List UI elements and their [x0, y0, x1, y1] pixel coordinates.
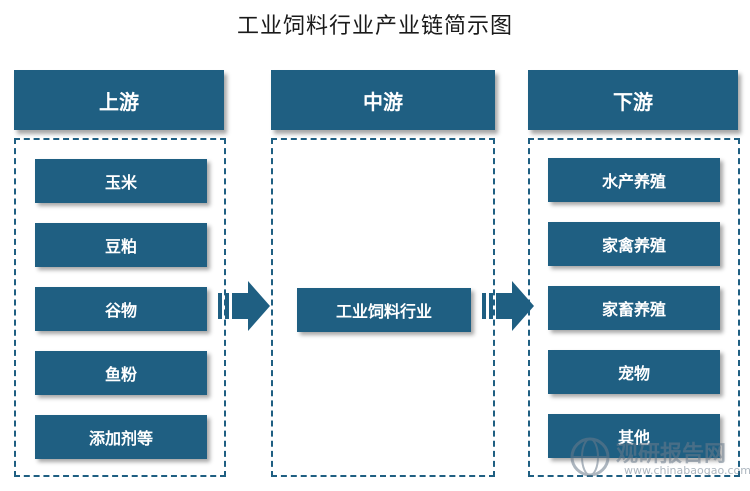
downstream-item-poultry: 家禽养殖	[548, 222, 720, 266]
upstream-item-soybean-meal: 豆粕	[35, 223, 207, 267]
downstream-item-pets: 宠物	[548, 350, 720, 394]
downstream-item-aquaculture: 水产养殖	[548, 158, 720, 202]
page-title: 工业饲料行业产业链简示图	[236, 14, 513, 39]
watermark-logo: 观研报告网 www.chinabaogao.com	[568, 432, 750, 482]
midstream-item-industrial-feed: 工业饲料行业	[297, 288, 471, 332]
downstream-item-other: 其他	[548, 414, 720, 458]
upstream-item-fish-meal: 鱼粉	[35, 351, 207, 395]
upstream-item-additives: 添加剂等	[35, 415, 207, 459]
downstream-container	[528, 138, 740, 477]
upstream-item-corn: 玉米	[35, 159, 207, 203]
downstream-item-livestock: 家畜养殖	[548, 286, 720, 330]
globe-icon	[570, 437, 610, 477]
midstream-header: 中游	[271, 70, 495, 130]
upstream-header: 上游	[14, 70, 224, 130]
midstream-container	[271, 138, 495, 477]
watermark-text: 观研报告网	[616, 442, 727, 467]
upstream-item-grain: 谷物	[35, 287, 207, 331]
flow-arrow-midstream-to-downstream	[482, 281, 534, 331]
flow-arrow-upstream-to-midstream	[218, 281, 270, 331]
watermark-url: www.chinabaogao.com	[624, 464, 750, 477]
downstream-header: 下游	[528, 70, 738, 130]
